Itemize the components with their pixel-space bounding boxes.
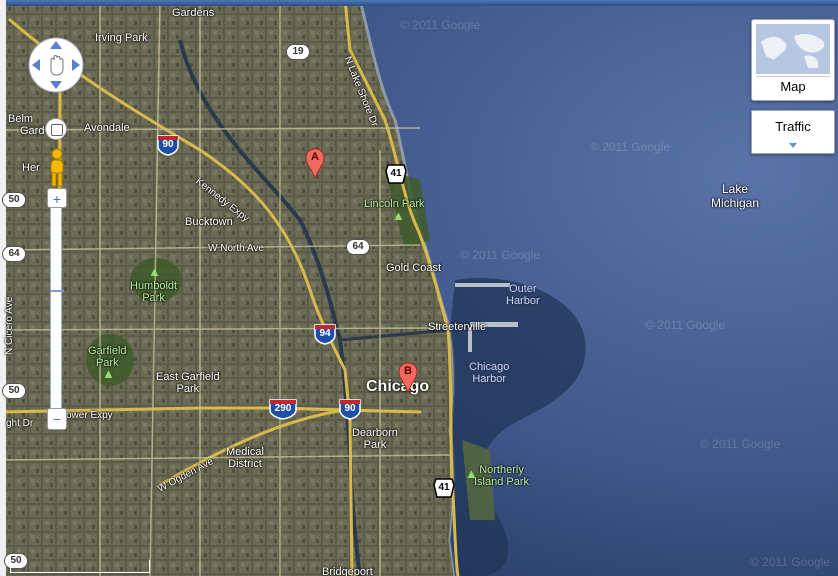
interstate-shield-90: 90 (338, 398, 362, 420)
label-cicero-ave: N Cicero Ave (4, 296, 15, 355)
window-left-edge (0, 0, 6, 576)
park-tree-icon: ▲ (392, 208, 405, 223)
scale-bar (10, 560, 150, 573)
label-gardens-left: Gard (20, 125, 45, 137)
label-belmont: Belm (8, 113, 34, 125)
watermark: © 2011 Google (460, 248, 541, 262)
traffic-button[interactable]: Traffic (751, 110, 835, 154)
watermark: © 2011 Google (645, 318, 726, 332)
label-eisenhower-expy: ower Expy (66, 410, 113, 421)
watermark: © 2011 Google (750, 555, 831, 569)
route-marker-50: 50 (2, 192, 26, 208)
label-east-garfield-park: East Garfield Park (156, 371, 220, 395)
pan-control[interactable] (27, 36, 85, 94)
rotate-control[interactable] (45, 118, 67, 140)
pan-up-button[interactable] (28, 36, 46, 54)
route-marker-64: 64 (2, 246, 26, 262)
us-route-shield-41: 41 (384, 163, 408, 185)
label-bucktown: Bucktown (185, 216, 233, 228)
label-streeterville: Streeterville (428, 321, 487, 333)
label-garfield-park: Garfield Park (88, 345, 127, 369)
interstate-shield-290: 290 (268, 398, 298, 420)
label-avondale: Avondale (84, 122, 130, 134)
label-lincoln-park: Lincoln Park (364, 198, 425, 210)
label-outer-harbor: Outer Harbor (506, 283, 540, 307)
traffic-label: Traffic (775, 119, 811, 134)
chevron-down-icon (789, 143, 797, 148)
park-tree-icon: ▲ (102, 366, 115, 381)
square-icon (51, 124, 63, 136)
interstate-shield-94: 94 (313, 323, 337, 345)
map-type-label: Map (756, 76, 830, 97)
label-dearborn-park: Dearborn Park (352, 427, 398, 451)
label-gold-coast: Gold Coast (386, 262, 442, 274)
zoom-in-button[interactable]: + (47, 188, 67, 208)
watermark: © 2011 Google (590, 140, 671, 154)
label-chicago-harbor: Chicago Harbor (469, 361, 510, 385)
park-tree-icon: ▲ (465, 466, 478, 481)
label-humboldt-park: Humboldt Park (130, 280, 178, 304)
map-type-control[interactable]: Map (751, 19, 835, 101)
watermark: © 2011 Google (400, 18, 481, 32)
map-marker-a[interactable]: A (305, 148, 325, 180)
label-eight-dr: ght Dr (6, 418, 34, 429)
watermark: © 2011 Google (700, 437, 781, 451)
label-northerly-island-park: Northerly Island Park (474, 464, 530, 488)
zoom-level-tick (50, 290, 64, 292)
label-medical-district: Medical District (226, 446, 264, 470)
zoom-out-button[interactable]: − (47, 408, 67, 430)
label-hermosa: Her (22, 162, 40, 174)
park-tree-icon: ▲ (148, 264, 161, 279)
map-marker-b[interactable]: B (398, 362, 418, 394)
label-north-ave: W North Ave (208, 243, 264, 254)
label-gardens: Gardens (172, 7, 215, 19)
interstate-shield-90: 90 (156, 134, 180, 156)
window-top-edge (0, 0, 838, 6)
label-bridgeport: Bridgeport (322, 566, 373, 576)
us-route-shield-41: 41 (432, 477, 456, 499)
route-marker-19: 19 (286, 44, 310, 60)
label-lake-michigan: Lake Michigan (711, 182, 760, 210)
street-view-pegman[interactable] (44, 148, 70, 188)
map-thumbnail-image (756, 24, 830, 74)
route-marker-64: 64 (346, 239, 370, 255)
route-marker-50: 50 (2, 383, 26, 399)
label-irving-park: Irving Park (95, 32, 148, 44)
zoom-slider-track[interactable] (50, 190, 62, 425)
